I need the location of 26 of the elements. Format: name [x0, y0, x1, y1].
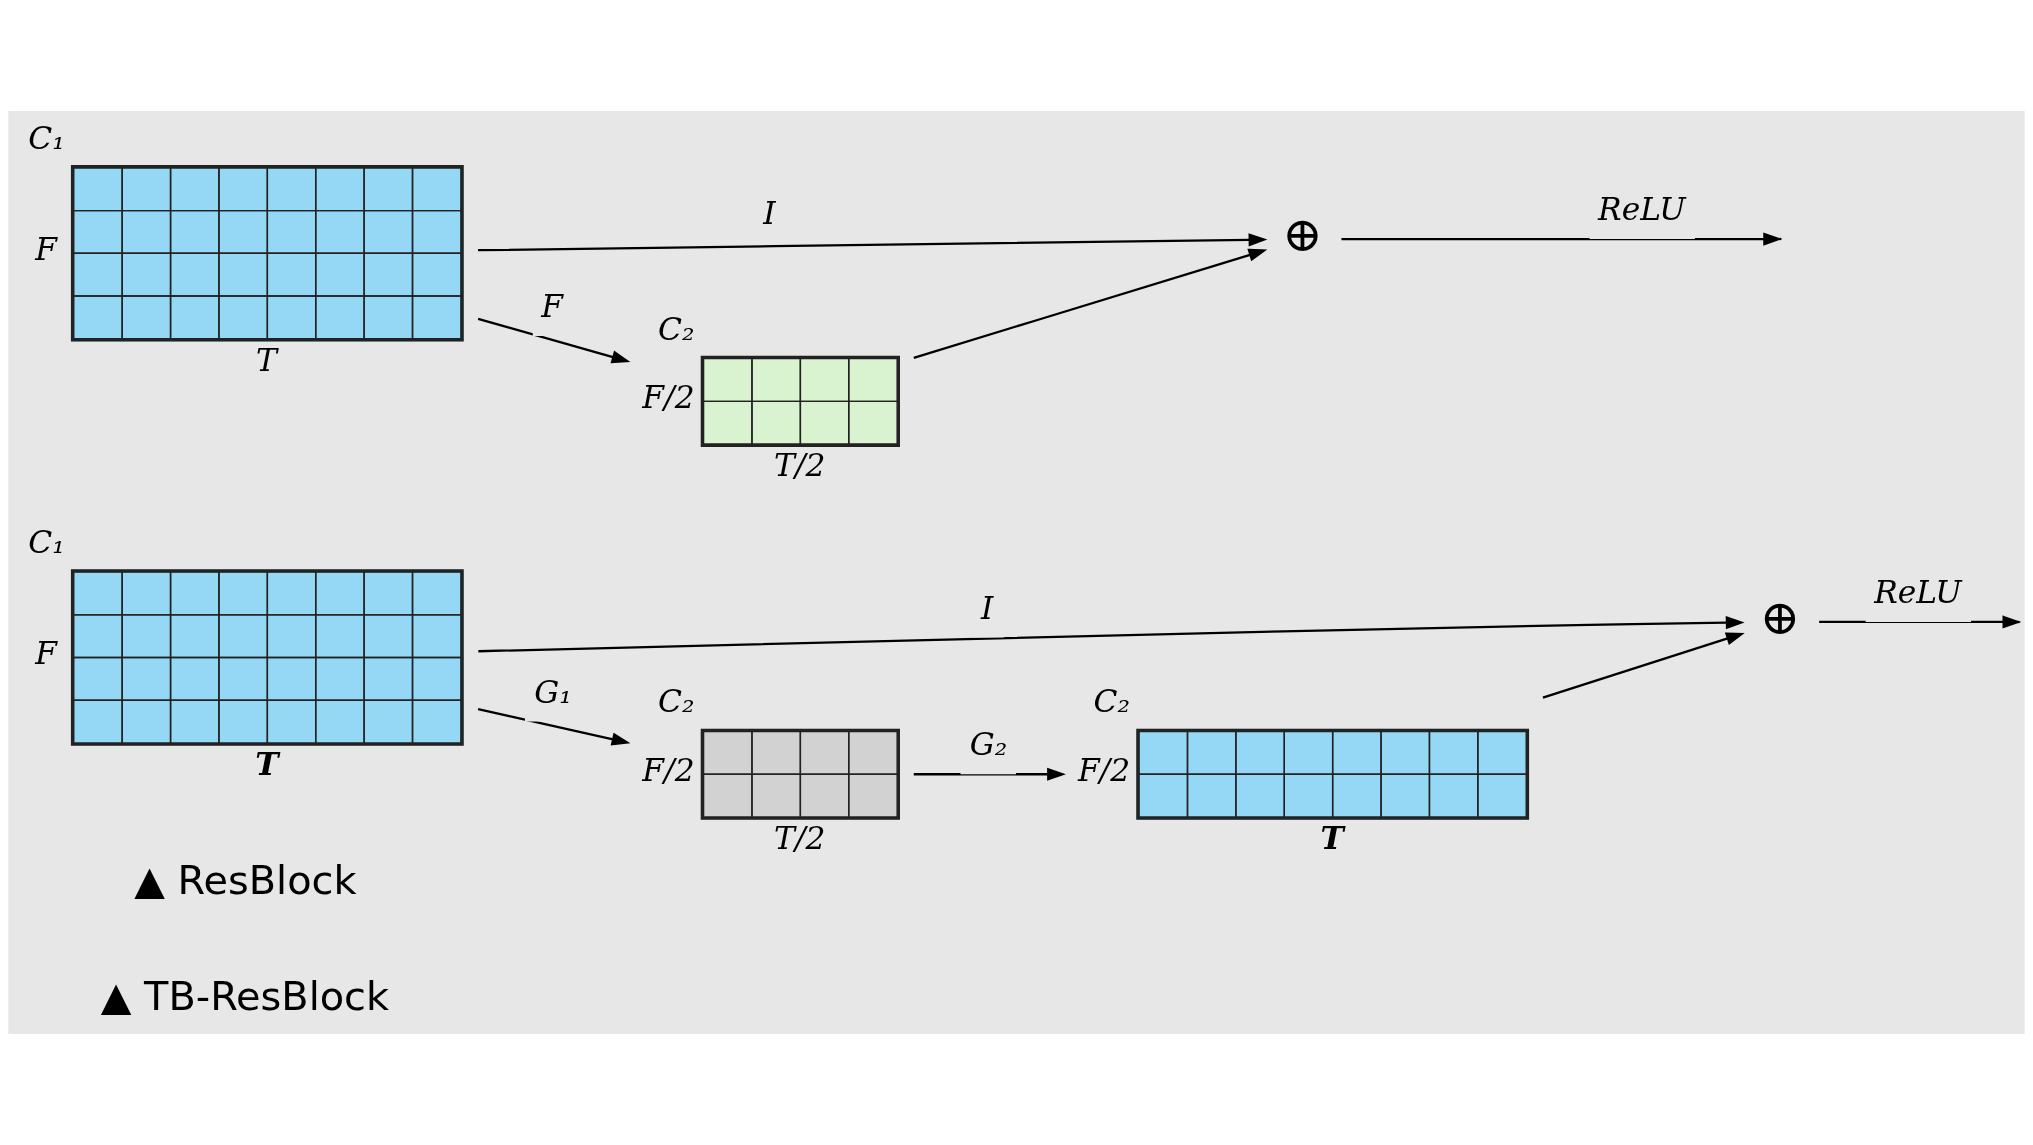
edge-label: ReLU: [1874, 573, 1962, 610]
edge-label: F: [541, 287, 564, 324]
node-label: C₁: [28, 119, 65, 156]
edge-label: G₂: [969, 726, 1008, 763]
node-label: T: [255, 341, 277, 378]
node-text: ⊕: [1282, 206, 1323, 263]
node-label: T/2: [774, 447, 826, 484]
node-label: C₂: [1093, 683, 1131, 720]
edge-label: ReLU: [1598, 191, 1686, 228]
label: ▲ TB-ResBlock: [100, 973, 390, 1020]
node-label: F/2: [1077, 751, 1131, 788]
edge-label: G₁: [534, 673, 572, 710]
node-label: T/2: [774, 820, 826, 857]
node-text: ⊕: [1759, 589, 1801, 646]
node-label: F: [35, 635, 58, 672]
node-label: F/2: [642, 751, 695, 788]
node-label: F/2: [642, 378, 695, 415]
node-label: C₁: [28, 524, 65, 561]
edge-label: I: [763, 195, 776, 232]
node-label: C₂: [658, 683, 695, 720]
label: ▲ ResBlock: [134, 856, 357, 903]
node-label: F: [35, 230, 58, 267]
node-label: T: [255, 746, 279, 783]
node-label: C₂: [658, 310, 695, 347]
edge-label: I: [981, 589, 994, 626]
node-label: T: [1320, 820, 1344, 857]
